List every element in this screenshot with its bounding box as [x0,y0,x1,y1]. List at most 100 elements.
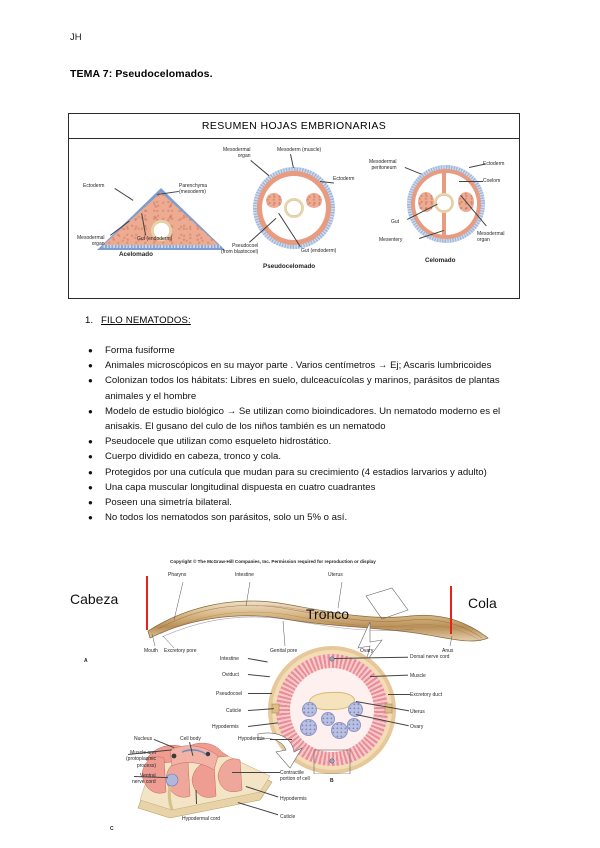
panel-c-muscle-drawing [137,732,303,819]
mesentery-dorsal [442,173,446,199]
list-item: ●Pseudocele que utilizan como esqueleto … [88,434,526,449]
leader-c-hypodermis-top [270,739,292,740]
label-gut: Gut (endoderm) [301,248,337,254]
bullet-icon: ● [88,452,93,462]
label-intestine: Intestine [235,572,254,578]
label-mesodermal-organ: Mesodermal organ [477,231,505,244]
label-b-muscle: Muscle [410,673,426,679]
list-item: ●No todos los nematodos son parásitos, s… [88,510,526,525]
list-item: ●Cuerpo dividido en cabeza, tronco y col… [88,449,526,464]
label-mesodermal-organ: Mesodermal organ [77,235,105,248]
coelomate-body [407,165,485,243]
ovary-egg-1 [348,702,363,717]
nucleus-dot-2 [205,751,211,757]
label-b-excretory-duct: Excretory duct [410,692,442,698]
leader-intestine [245,581,251,607]
label-b-intestine: Intestine [220,656,239,662]
list-item: ●Protegidos por una cutícula que mudan p… [88,465,526,480]
label-parenchyma: Parenchyma (mesoderm) [179,183,208,196]
ventral-nerve-cord-bundle [165,773,179,787]
mesodermal-organ-right [306,193,322,208]
uterus-egg-1 [302,702,317,717]
bullet-icon: ● [88,376,93,386]
dorsal-nerve-cord-dot [329,656,335,662]
label-b-uterus: Uterus [410,709,425,715]
list-item: ●Poseen una simetría bilateral. [88,495,526,510]
nucleus-dot-1 [171,753,177,759]
uterus-egg-2 [300,719,317,736]
label-b-hypodermis: Hypodermis [212,724,239,730]
leader-b-pseudocoel [248,693,272,694]
bullet-icon: ● [88,482,93,492]
section-number: 1. [85,315,94,326]
label-ectoderm: Ectoderm [333,176,355,182]
list-item: ●Modelo de estudio biológico → Se utiliz… [88,404,526,434]
nematode-anatomy-figure: Copyright © The McGraw-Hill Companies, I… [70,558,530,846]
author-initials: JH [70,32,82,43]
acoelomate-body [97,188,225,250]
label-mesodermal-peritoneum: Mesodermal peritoneum [369,159,397,172]
label-b-cuticle: Cuticle [226,708,242,714]
caption-acoelomate: Acelomado [119,251,153,258]
bullet-icon: ● [88,346,93,355]
label-anus: Anus [442,648,454,654]
mesodermal-organ-left [266,193,282,208]
leader-mesoderm-muscle [290,154,294,168]
panel-b-letter: B [330,778,334,784]
label-ectoderm: Ectoderm [83,183,105,189]
label-mouth: Mouth [144,648,158,654]
hypodermal-cord [167,785,174,811]
worm-body [147,600,489,642]
label-pharynx: Pharynx [168,572,187,578]
label-coelom: Coelom [483,178,501,184]
summary-box-body: Ectoderm Parenchyma (mesoderm) Mesoderma… [69,139,519,298]
label-b-dorsal-nerve-cord: Dorsal nerve cord [410,654,450,660]
label-c-ventral-nerve-cord: Ventral nerve cord [132,773,156,786]
annotation-tronco: Tronco [306,606,350,622]
worm-line-4 [255,605,329,616]
panel-a-worm-drawing [147,581,489,661]
leader-genital [282,620,286,647]
panel-b-details [271,656,393,774]
zoom-arrow [257,732,303,769]
panel-c-callout-box [313,749,351,774]
gut-ring [151,220,172,241]
worm-line-1 [157,605,483,639]
bullet-icon: ● [88,406,93,416]
bullet-icon: ● [88,467,93,477]
label-c-hypodermal-cord: Hypodermal cord [182,816,221,822]
label-ovary: Ovary [360,648,374,654]
label-c-cuticle: Cuticle [280,814,296,820]
bullet-icon: ● [88,361,93,371]
panel-a-letter: A [84,658,88,664]
annotation-cola: Cola [468,595,497,611]
leader-mesodermal-peritoneum [404,167,422,175]
gut-ring [434,193,454,213]
leader-mouth [151,633,156,647]
ventral-nerve-cord-dot [329,758,335,764]
label-c-hypodermis-top: Hypodermis [238,736,265,742]
section-heading: 1.FILO NEMATODOS: [85,315,191,326]
leader-c-contractile [232,772,280,773]
ectoderm-base [102,245,220,248]
label-gut: Gut (endoderm) [137,236,173,242]
label-mesentery: Mesentery [379,237,403,243]
muscle-cell-1 [141,756,167,794]
figure-acoelomate: Ectoderm Parenchyma (mesoderm) Mesoderma… [75,143,227,293]
bullet-icon: ● [88,498,93,508]
panel-c-letter: C [110,826,114,832]
leader-excretory [162,635,175,649]
excretory-duct-right [384,703,393,714]
leader-anus [449,635,453,647]
uterus-egg-4 [331,722,348,739]
bullet-icon: ● [88,513,93,523]
leader-coelom [459,181,483,182]
leader-mesodermal-organ [250,160,270,176]
label-uterus: Uterus [328,572,343,578]
list-item: ●Colonizan todos los hábitats: Libres en… [88,373,526,403]
uterus-egg-3 [321,712,335,726]
mesentery-ventral [442,209,446,235]
label-c-contractile: Contractile portion of cell [280,770,310,783]
worm-line-3 [161,616,414,638]
label-ectoderm: Ectoderm [483,161,505,167]
